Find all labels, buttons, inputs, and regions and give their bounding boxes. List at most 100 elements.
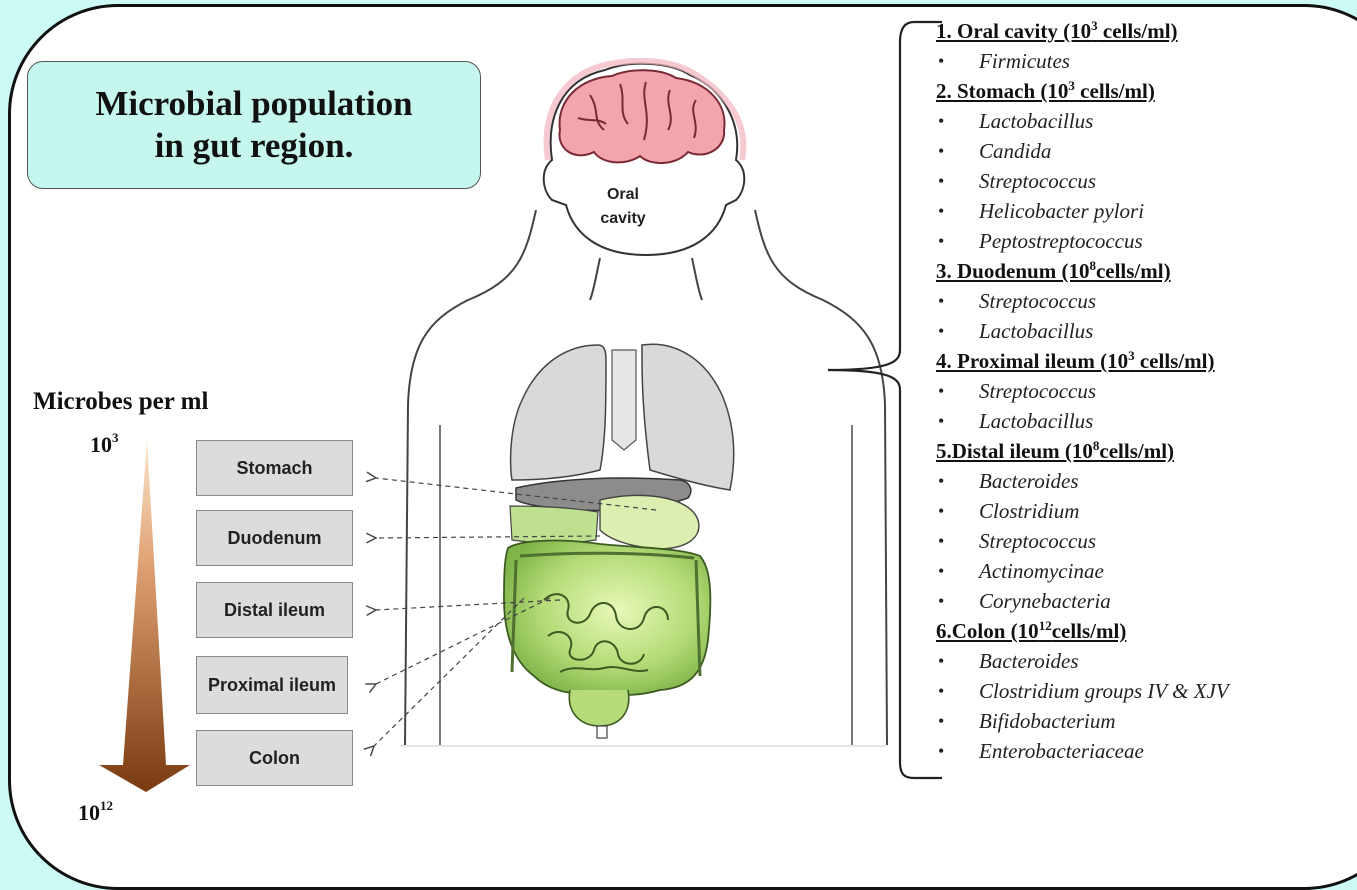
- section-heading-unit: cells/ml): [1098, 19, 1178, 43]
- gallbladder: [510, 506, 598, 543]
- microbe-list-item: • Clostridium: [936, 496, 1348, 526]
- microbe-list-item: • Streptococcus: [936, 166, 1348, 196]
- microbe-list-item: • Clostridium groups IV & XJV: [936, 676, 1348, 706]
- microbe-name: Lactobacillus: [979, 316, 1093, 346]
- microbe-name: Enterobacteriaceae: [979, 736, 1144, 766]
- oral-cavity-label: Oral cavity: [586, 183, 660, 231]
- microbe-list-item: • Lactobacillus: [936, 316, 1348, 346]
- region-box-proximal-ileum: Proximal ileum: [196, 656, 348, 714]
- scale-bottom-value: 1012: [78, 800, 113, 826]
- bullet-icon: •: [938, 46, 944, 76]
- microbe-list-item: • Streptococcus: [936, 376, 1348, 406]
- microbe-list-item: •Lactobacillus: [936, 406, 1348, 436]
- microbe-name: Clostridium groups IV & XJV: [979, 676, 1229, 706]
- microbe-name: Clostridium: [979, 496, 1079, 526]
- brain-icon: [559, 70, 724, 163]
- oral-label-line-2: cavity: [586, 207, 660, 231]
- section-heading-text: 2. Stomach (10: [936, 79, 1068, 103]
- bullet-icon: •: [938, 226, 944, 256]
- bullet-icon: •: [938, 526, 944, 556]
- microbe-list-item: • Streptococcus: [936, 286, 1348, 316]
- bullet-icon: •: [938, 556, 944, 586]
- microbe-list: 1. Oral cavity (103 cells/ml)•Firmicutes…: [936, 16, 1348, 766]
- microbe-list-item: • Streptococcus: [936, 526, 1348, 556]
- microbe-list-item: • Actinomycinae: [936, 556, 1348, 586]
- microbe-list-item: • Candida: [936, 136, 1348, 166]
- rectum: [569, 690, 628, 726]
- bullet-icon: •: [938, 376, 944, 406]
- region-box-stomach: Stomach: [196, 440, 353, 496]
- bullet-icon: •: [938, 736, 944, 766]
- bullet-icon: •: [938, 706, 944, 736]
- microbe-list-item: • Bacteroides: [936, 646, 1348, 676]
- pointer-colon: [374, 598, 524, 746]
- scale-bottom-exp: 12: [100, 798, 113, 813]
- section-heading-exponent: 12: [1039, 618, 1052, 633]
- scale-bottom-base: 10: [78, 800, 100, 825]
- microbe-name: Helicobacter pylori: [979, 196, 1144, 226]
- bullet-icon: •: [938, 676, 944, 706]
- bullet-icon: •: [938, 196, 944, 226]
- section-heading-2: 2. Stomach (103 cells/ml): [936, 76, 1348, 106]
- section-heading-1: 1. Oral cavity (103 cells/ml): [936, 16, 1348, 46]
- section-heading-text: 4. Proximal ileum (10: [936, 349, 1128, 373]
- section-heading-text: 3. Duodenum (10: [936, 259, 1089, 283]
- bullet-icon: •: [938, 286, 944, 316]
- bullet-icon: •: [938, 136, 944, 166]
- section-heading-text: 5.Distal ileum (10: [936, 439, 1093, 463]
- microbe-list-item: • Enterobacteriaceae: [936, 736, 1348, 766]
- section-heading-5: 5.Distal ileum (108cells/ml): [936, 436, 1348, 466]
- microbe-name: Bacteroides: [979, 466, 1079, 496]
- right-lung: [642, 344, 734, 490]
- microbe-name: Lactobacillus: [979, 106, 1093, 136]
- scale-top-exp: 3: [112, 430, 119, 445]
- region-box-distal-ileum: Distal ileum: [196, 582, 353, 638]
- section-heading-4: 4. Proximal ileum (103 cells/ml): [936, 346, 1348, 376]
- bullet-icon: •: [938, 646, 944, 676]
- section-heading-unit: cells/ml): [1075, 79, 1155, 103]
- microbe-name: Peptostreptococcus: [979, 226, 1143, 256]
- bullet-icon: •: [938, 166, 944, 196]
- microbe-name: Streptococcus: [979, 166, 1096, 196]
- microbe-name: Candida: [979, 136, 1051, 166]
- microbe-name: Bifidobacterium: [979, 706, 1115, 736]
- region-box-colon: Colon: [196, 730, 353, 786]
- bullet-icon: •: [938, 496, 944, 526]
- bullet-icon: •: [938, 466, 944, 496]
- microbe-list-item: • Helicobacter pylori: [936, 196, 1348, 226]
- microbe-gradient-arrow: [99, 440, 190, 792]
- section-heading-unit: cells/ml): [1096, 259, 1171, 283]
- microbe-list-item: • Lactobacillus: [936, 106, 1348, 136]
- microbe-name: Firmicutes: [979, 46, 1070, 76]
- scale-title: Microbes per ml: [33, 388, 208, 416]
- microbe-list-item: • Firmicutes: [936, 46, 1348, 76]
- trachea: [612, 350, 636, 450]
- section-heading-text: 6.Colon (10: [936, 619, 1039, 643]
- microbe-name: Streptococcus: [979, 526, 1096, 556]
- microbe-list-item: • Bifidobacterium: [936, 706, 1348, 736]
- left-lung: [511, 345, 606, 480]
- bullet-icon: •: [938, 586, 944, 616]
- section-heading-unit: cells/ml): [1135, 349, 1215, 373]
- microbe-list-item: • Peptostreptococcus: [936, 226, 1348, 256]
- section-heading-6: 6.Colon (1012cells/ml): [936, 616, 1348, 646]
- microbe-name: Streptococcus: [979, 376, 1096, 406]
- bullet-icon: •: [938, 106, 944, 136]
- microbe-name: Corynebacteria: [979, 586, 1111, 616]
- microbe-list-item: • Corynebacteria: [936, 586, 1348, 616]
- microbe-list-item: • Bacteroides: [936, 466, 1348, 496]
- section-heading-3: 3. Duodenum (108cells/ml): [936, 256, 1348, 286]
- scale-top-value: 103: [90, 432, 119, 458]
- microbe-name: Streptococcus: [979, 286, 1096, 316]
- section-heading-text: 1. Oral cavity (10: [936, 19, 1091, 43]
- neck: [590, 258, 702, 300]
- microbe-name: Bacteroides: [979, 646, 1079, 676]
- anus: [597, 726, 607, 738]
- scale-top-base: 10: [90, 432, 112, 457]
- section-heading-unit: cells/ml): [1099, 439, 1174, 463]
- bullet-icon: •: [938, 316, 944, 346]
- microbe-name: Actinomycinae: [979, 556, 1104, 586]
- bullet-icon: •: [938, 406, 944, 436]
- region-box-duodenum: Duodenum: [196, 510, 353, 566]
- section-heading-unit: cells/ml): [1052, 619, 1127, 643]
